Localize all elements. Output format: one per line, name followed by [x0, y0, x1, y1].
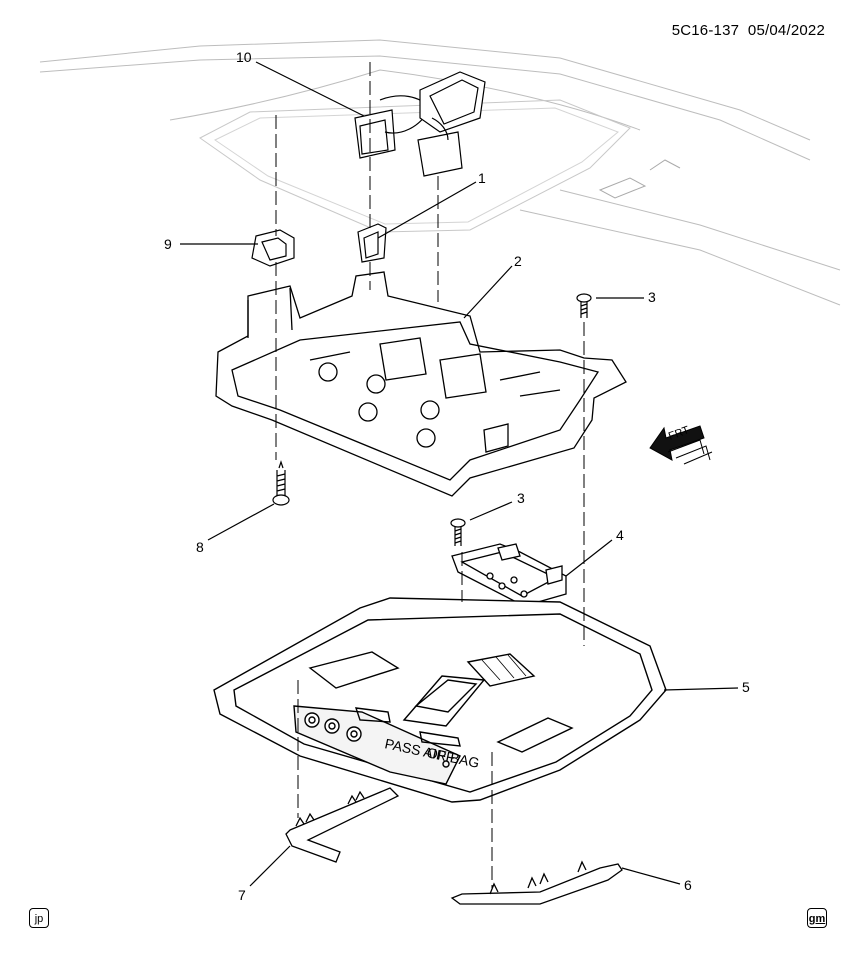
part-9-clip — [251, 229, 295, 267]
jp-badge-icon: jp — [29, 908, 49, 928]
part-6-trim-strip — [450, 860, 623, 905]
callout-3-lower: 3 — [517, 490, 525, 506]
part-1-clip — [357, 223, 387, 263]
callout-5: 5 — [742, 679, 750, 695]
front-direction-arrow: FRT — [649, 424, 713, 465]
callout-7: 7 — [238, 887, 246, 903]
callout-10: 10 — [236, 49, 252, 65]
part-8-screw — [272, 460, 290, 506]
part-2-housing — [215, 271, 627, 497]
leader-lines — [180, 61, 739, 887]
part-5-console-bezel — [213, 597, 667, 803]
callout-8: 8 — [196, 539, 204, 555]
document-id: 5C16-137 05/04/2022 — [672, 22, 825, 39]
callout-9: 9 — [164, 236, 172, 252]
gm-logo-icon: gm — [807, 908, 827, 928]
part-3-screw-upper — [576, 293, 592, 318]
alignment-lines — [275, 62, 585, 888]
part-4-module — [451, 543, 567, 607]
part-10-connector — [354, 71, 486, 177]
callout-2: 2 — [514, 253, 522, 269]
diagram-date: 05/04/2022 — [747, 22, 825, 39]
airbag-state-label: OFF — [425, 744, 456, 765]
callout-3-upper: 3 — [648, 289, 656, 305]
part-3-screw-lower — [450, 518, 466, 546]
roof-panel-outline — [39, 39, 841, 306]
callout-1: 1 — [478, 170, 486, 186]
callout-4: 4 — [616, 527, 624, 543]
part-7-trim-strip — [285, 787, 400, 863]
callout-6: 6 — [684, 877, 692, 893]
diagram-code: 5C16-137 — [671, 22, 740, 39]
